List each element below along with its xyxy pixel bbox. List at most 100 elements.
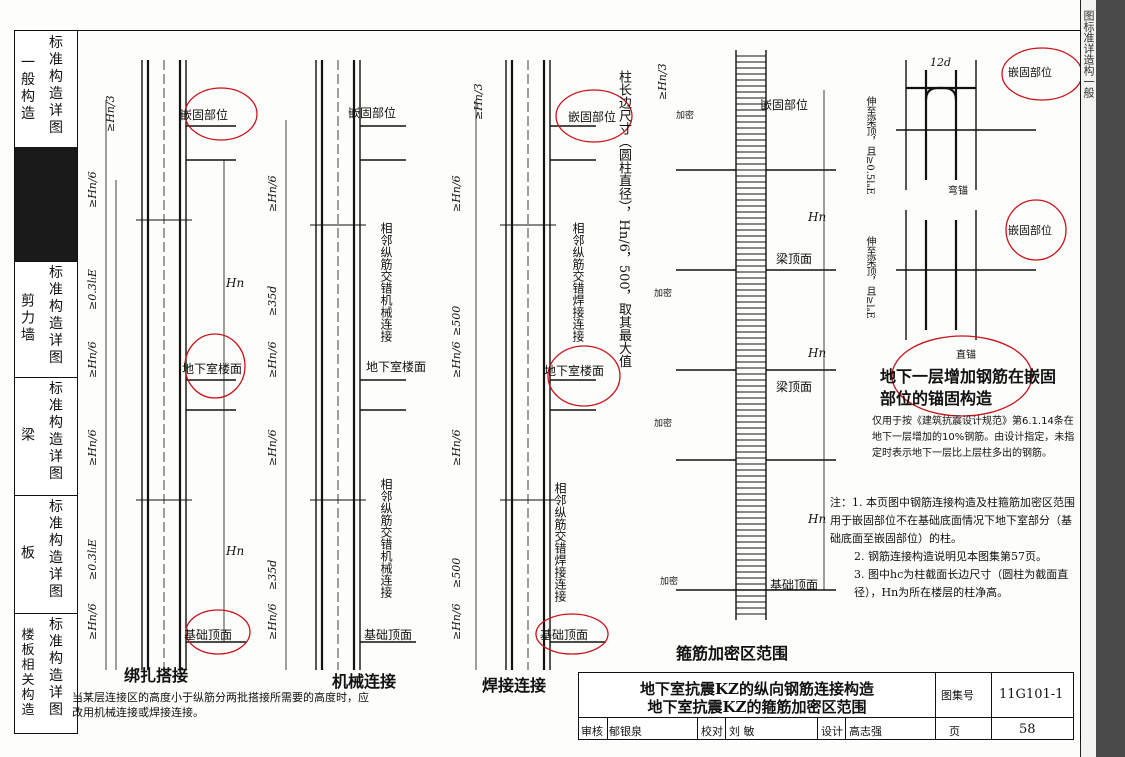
dim-hn6-mech-1: ≥Hn/6 — [266, 175, 279, 212]
sidebar-category: 一般构造 — [21, 55, 35, 122]
basement-floor-label-mech: 地下室楼面 — [366, 360, 427, 374]
page-label: 页 — [949, 725, 960, 738]
review-name: 郁银泉 — [609, 725, 642, 738]
embed-label-lap: 嵌固部位 — [180, 108, 229, 122]
notes: 注：1. 本页图中钢筋连接构造及柱箍筋加密区范围用于嵌固部位不在基础底面情况下地… — [830, 494, 1075, 602]
mech-joint-label-lower: 相邻纵筋交错机械连接 — [379, 478, 393, 598]
dim-hn3-weld: ≥Hn/3 — [472, 83, 485, 120]
dim-hn6-weld-2: ≥Hn/6 — [450, 341, 463, 378]
jiami-4: 加密 — [660, 577, 679, 587]
dim-hn6-weld-3: ≥Hn/6 — [450, 429, 463, 466]
straight-anchor-label: 直锚 — [956, 350, 976, 361]
dim-500-weld-2: ≥500 — [450, 557, 463, 588]
sidebar-sub: 标准构造详图 — [49, 499, 63, 600]
dim-12d: 12d — [930, 56, 952, 69]
anchor-bent-detail — [896, 60, 1036, 190]
sidebar-sub: 标准构造详图 — [49, 35, 63, 136]
foundation-label-stirrup: 基础顶面 — [770, 578, 819, 592]
sidebar-sub: 标准构造详图 — [49, 265, 63, 366]
design-name: 高志强 — [849, 725, 882, 738]
jiami-3: 加密 — [654, 419, 673, 429]
dim-l03-lap-2: ≥0.3lₗE — [86, 539, 99, 580]
foundation-label-lap: 基础顶面 — [184, 628, 233, 642]
title-line-2: 地下室抗震KZ的箍筋加密区范围 — [647, 698, 867, 716]
sidebar-category: 板 — [21, 545, 35, 562]
dim-35d-mech-1: ≥35d — [266, 285, 279, 316]
beam-top-label-1: 梁顶面 — [776, 252, 813, 266]
dim-l03-lap-1: ≥0.3lₗE — [86, 269, 99, 310]
mech-joint-label-upper: 相邻纵筋交错机械连接 — [379, 222, 393, 342]
basement-floor-label-lap: 地下室楼面 — [182, 362, 243, 376]
caption-mech: 机械连接 — [332, 672, 397, 691]
sidebar-item-general[interactable]: 一般构造 标准构造详图 — [15, 31, 77, 148]
design-label: 设计 — [821, 725, 843, 738]
anchor-title: 地下一层增加钢筋在嵌固部位的锚固构造 — [880, 367, 1057, 408]
construction-drawing — [105, 47, 1080, 670]
embed-label-bent: 嵌固部位 — [1008, 66, 1052, 79]
dim-hn-lap-1: Hn — [226, 276, 245, 290]
bent-anchor-length: 伸至梁顶，且≥0.5lₐE — [864, 96, 875, 195]
sidebar-item-beam[interactable]: 梁 标准构造详图 — [15, 377, 77, 496]
sidebar-category: 梁 — [21, 427, 35, 444]
sidebar-item-column-active[interactable] — [15, 147, 77, 262]
red-annotations — [184, 47, 1080, 655]
bottom-note: 当某层连接区的高度小于纵筋分两批搭接所需要的高度时，应改用机械连接或焊接连接。 — [72, 691, 369, 719]
dim-hn-stirrup-3: Hn — [808, 512, 827, 526]
sidebar-item-slab[interactable]: 板 标准构造详图 — [15, 495, 77, 614]
foundation-label-mech: 基础顶面 — [364, 628, 413, 642]
dim-35d-mech-2: ≥35d — [266, 559, 279, 590]
dim-hn6-weld-4: ≥Hn/6 — [450, 603, 463, 640]
check-name: 刘 敏 — [729, 725, 755, 738]
stirrup-detail — [676, 50, 836, 620]
note-3: 3. 图中hc为柱截面长边尺寸（圆柱为截面直径），Hn为所在楼层的柱净高。 — [854, 568, 1069, 599]
beam-top-label-2: 梁顶面 — [776, 380, 813, 394]
sidebar-sub: 标准构造详图 — [49, 381, 63, 482]
dim-hn3-lap: ≥Hn/3 — [104, 95, 117, 132]
embed-label-weld: 嵌固部位 — [568, 110, 617, 124]
dim-hn-lap-2: Hn — [226, 544, 245, 558]
dim-hn6-lap-2: ≥Hn/6 — [86, 341, 99, 378]
sidebar-category: 楼板相关构造 — [21, 628, 35, 718]
caption-lap: 绑扎搭接 — [124, 666, 189, 685]
basement-floor-label-weld: 地下室楼面 — [544, 364, 605, 378]
title-line-1: 地下室抗震KZ的纵向钢筋连接构造 — [640, 680, 874, 698]
straight-anchor-length: 伸至梁顶，且≥lₐE — [864, 236, 875, 319]
right-strip-text: 图标准详造构一般 — [1082, 10, 1095, 98]
embed-label-straight: 嵌固部位 — [1008, 224, 1052, 237]
lap-splice-detail — [105, 60, 246, 670]
jiami-2: 加密 — [654, 289, 673, 299]
dim-hn6-mech-2: ≥Hn/6 — [266, 341, 279, 378]
dim-hn6-mech-4: ≥Hn/6 — [266, 603, 279, 640]
atlas-label: 图集号 — [941, 689, 974, 702]
dim-hn6-mech-3: ≥Hn/6 — [266, 429, 279, 466]
weld-joint-label-lower: 相邻纵筋交错焊接连接 — [553, 482, 567, 602]
sidebar-item-floor-related[interactable]: 楼板相关构造 标准构造详图 — [15, 613, 77, 733]
chapter-sidebar: 一般构造 标准构造详图 剪力墙 标准构造详图 梁 标准构造详图 板 标准构造详图… — [14, 30, 78, 734]
column-size-rule: 柱长边尺寸（圆柱直径），Hn/6，500，取其最大值 — [616, 70, 631, 368]
scan-dark-edge — [1096, 0, 1125, 757]
anchor-straight-detail — [896, 210, 1036, 340]
check-label: 校对 — [701, 725, 723, 738]
mechanical-detail — [285, 60, 416, 670]
atlas-no: 11G101-1 — [999, 687, 1064, 702]
page-no: 58 — [1019, 722, 1036, 737]
anchor-note: 仅用于按《建筑抗震设计规范》第6.1.14条在地下一层增加的10%钢筋。由设计指… — [872, 416, 1075, 459]
weld-joint-label-upper: 相邻纵筋交错焊接连接 — [571, 222, 585, 342]
dim-hn6-lap-4: ≥Hn/6 — [86, 603, 99, 640]
review-label: 审核 — [581, 725, 603, 738]
sidebar-category: 剪力墙 — [21, 293, 35, 344]
jiami-1: 加密 — [676, 111, 695, 121]
note-1: 注：1. 本页图中钢筋连接构造及柱箍筋加密区范围用于嵌固部位不在基础底面情况下地… — [830, 496, 1075, 545]
dim-hn6-lap-3: ≥Hn/6 — [86, 429, 99, 466]
right-edge-strip: 图标准详造构一般 — [1080, 0, 1097, 757]
drawing-frame — [76, 30, 1081, 741]
sidebar-sub: 标准构造详图 — [49, 617, 63, 718]
stirrup-ticks — [736, 55, 766, 615]
dim-hn-stirrup-2: Hn — [808, 346, 827, 360]
bent-anchor-label: 弯锚 — [948, 186, 968, 197]
sidebar-item-shear-wall[interactable]: 剪力墙 标准构造详图 — [15, 261, 77, 378]
note-2: 2. 钢筋连接构造说明见本图集第57页。 — [854, 550, 1047, 563]
dim-hn6-lap-1: ≥Hn/6 — [86, 171, 99, 208]
foundation-label-weld: 基础顶面 — [540, 628, 589, 642]
dim-hn-stirrup-1: Hn — [808, 210, 827, 224]
